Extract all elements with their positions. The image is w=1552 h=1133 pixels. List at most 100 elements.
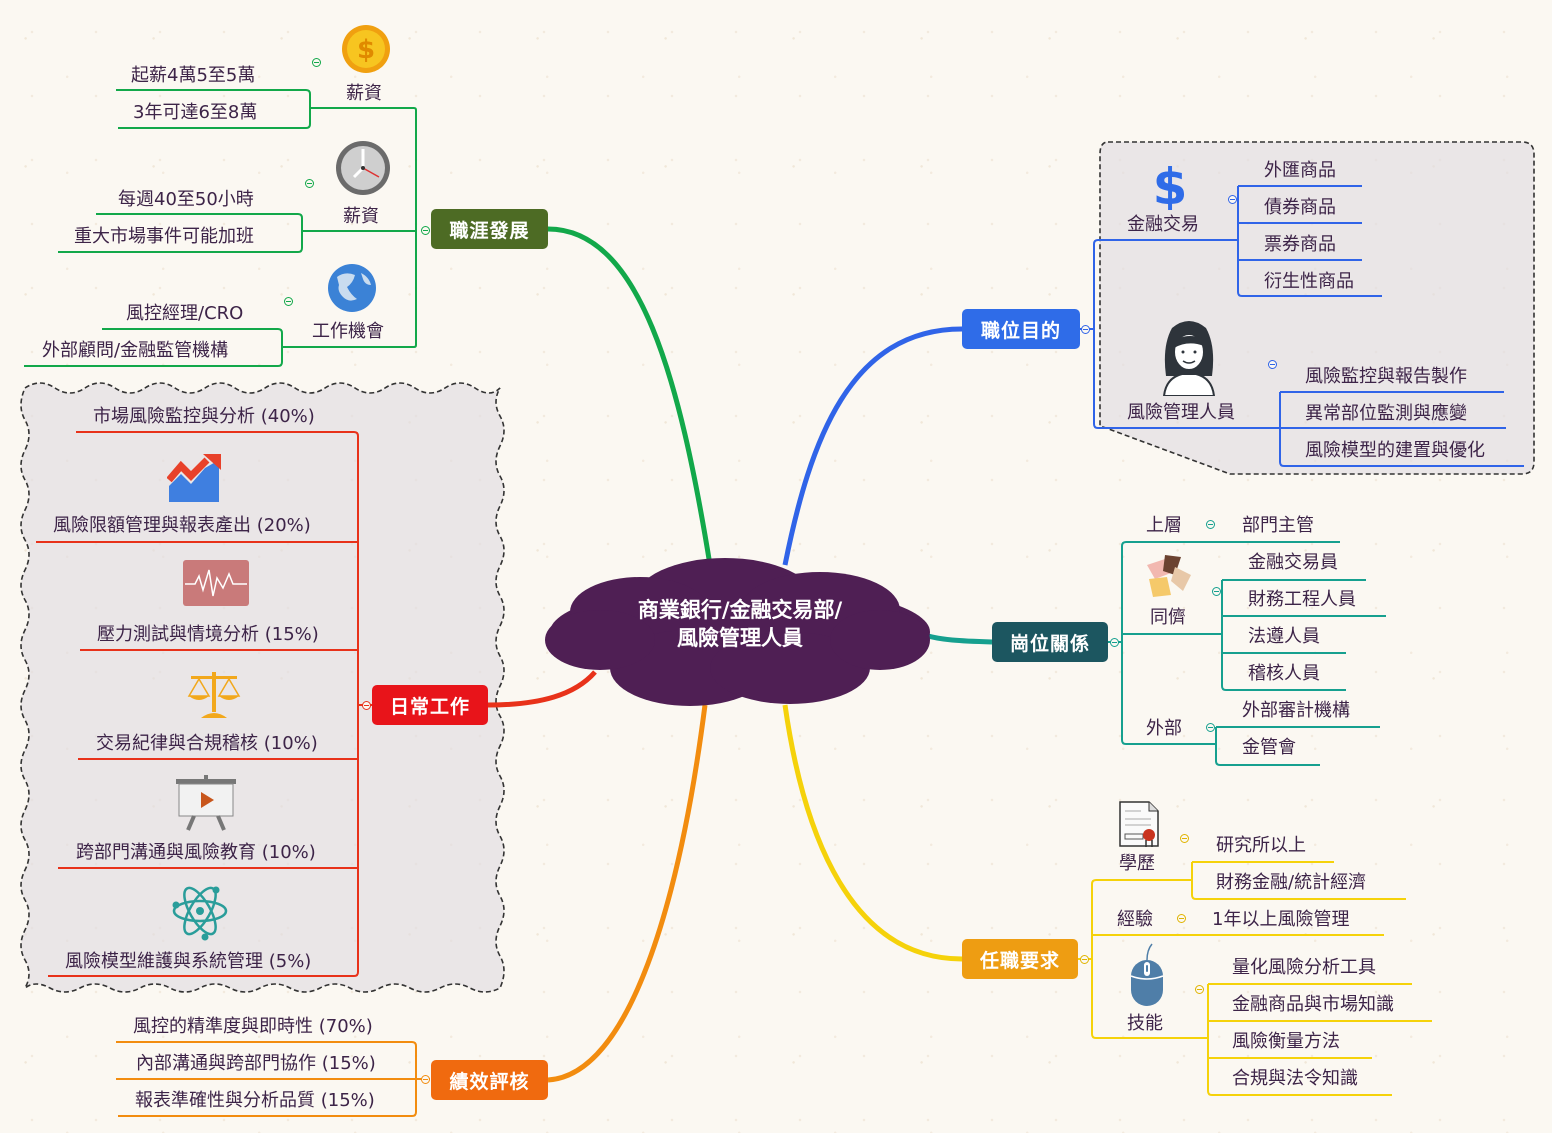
career-item: 起薪4萬5至5萬 bbox=[131, 65, 256, 86]
clock-icon bbox=[336, 141, 390, 195]
requirements-group-label-education: 學歷 bbox=[1119, 853, 1155, 874]
dollar-sign-icon: $ bbox=[1153, 160, 1188, 210]
purpose-item: 票券商品 bbox=[1264, 234, 1336, 255]
collapse-toggle-skills[interactable] bbox=[1195, 985, 1204, 994]
requirements-item: 金融商品與市場知識 bbox=[1232, 994, 1394, 1015]
balance-scale-icon bbox=[187, 672, 241, 718]
collapse-toggle-career[interactable] bbox=[421, 226, 430, 235]
daily-work-item: 跨部門溝通與風險教育 (10%) bbox=[76, 842, 316, 863]
daily-work-item: 市場風險監控與分析 (40%) bbox=[93, 406, 315, 427]
topic-requirements-label: 任職要求 bbox=[979, 949, 1060, 972]
topic-daily-work-label: 日常工作 bbox=[389, 695, 470, 718]
career-item: 風控經理/CRO bbox=[126, 303, 244, 324]
heartbeat-monitor-icon bbox=[183, 560, 249, 606]
career-item: 外部顧問/金融監管機構 bbox=[42, 340, 229, 361]
daily-work-item: 風險模型維護與系統管理 (5%) bbox=[65, 951, 312, 972]
performance-item: 風控的精準度與即時性 (70%) bbox=[133, 1016, 373, 1037]
requirements-group-label-skills: 技能 bbox=[1127, 1013, 1163, 1034]
purpose-group-label-trading: 金融交易 bbox=[1127, 214, 1199, 235]
central-cloud[interactable] bbox=[545, 558, 930, 706]
collapse-toggle-purpose[interactable] bbox=[1081, 325, 1090, 334]
performance-item: 報表準確性與分析品質 (15%) bbox=[135, 1090, 375, 1111]
branch-line-requirements bbox=[782, 704, 963, 962]
collapse-toggle-hours[interactable] bbox=[305, 179, 314, 188]
requirements-group-label-experience: 經驗 bbox=[1117, 909, 1153, 930]
collapse-toggle-external[interactable] bbox=[1206, 723, 1215, 732]
topic-relations-label: 崗位關係 bbox=[1009, 632, 1090, 655]
hands-teamwork-icon bbox=[1147, 555, 1191, 597]
daily-work-boundary bbox=[20, 382, 505, 993]
branch-line-daily bbox=[487, 670, 597, 708]
requirements-item: 1年以上風險管理 bbox=[1212, 909, 1350, 930]
coin-dollar-icon: $ bbox=[342, 25, 390, 73]
requirements-item: 合規與法令知識 bbox=[1232, 1068, 1358, 1089]
purpose-item: 衍生性商品 bbox=[1264, 271, 1354, 292]
requirements-item: 量化風險分析工具 bbox=[1232, 957, 1376, 978]
purpose-item: 外匯商品 bbox=[1264, 160, 1336, 181]
collapse-toggle-education[interactable] bbox=[1180, 834, 1189, 843]
presentation-board-icon bbox=[176, 775, 236, 831]
central-topic[interactable]: 商業銀行/金融交易部/ 風險管理人員 bbox=[580, 596, 900, 652]
person-avatar-icon bbox=[1162, 321, 1216, 396]
atom-icon bbox=[172, 886, 228, 941]
branch-line-career bbox=[547, 226, 713, 566]
collapse-toggle-risk-manager[interactable] bbox=[1268, 360, 1277, 369]
relations-item: 稽核人員 bbox=[1248, 663, 1320, 684]
relations-item: 金管會 bbox=[1242, 737, 1296, 758]
certificate-icon bbox=[1119, 801, 1159, 847]
central-topic-line1: 商業銀行/金融交易部/ bbox=[637, 598, 843, 622]
topic-purpose-label: 職位目的 bbox=[980, 319, 1061, 342]
purpose-item: 風險模型的建置與優化 bbox=[1305, 440, 1485, 461]
branch-line-relations bbox=[924, 632, 993, 645]
central-topic-line2: 風險管理人員 bbox=[677, 626, 803, 650]
purpose-group-label-risk-manager: 風險管理人員 bbox=[1127, 402, 1235, 423]
topic-requirements[interactable]: 任職要求 bbox=[962, 939, 1078, 979]
collapse-toggle-relations[interactable] bbox=[1110, 638, 1119, 647]
topic-performance-label: 績效評核 bbox=[449, 1070, 530, 1093]
relations-item: 法遵人員 bbox=[1248, 626, 1320, 647]
career-group-label-salary: 薪資 bbox=[346, 83, 382, 104]
collapse-toggle-opportunities[interactable] bbox=[284, 297, 293, 306]
topic-career[interactable]: 職涯發展 bbox=[431, 209, 548, 249]
topic-performance[interactable]: 績效評核 bbox=[431, 1060, 548, 1100]
relations-group-label-superior: 上層 bbox=[1146, 515, 1182, 536]
collapse-toggle-requirements[interactable] bbox=[1080, 955, 1089, 964]
career-item: 3年可達6至8萬 bbox=[133, 102, 258, 123]
daily-work-item: 風險限額管理與報表產出 (20%) bbox=[53, 515, 311, 536]
collapse-toggle-trading[interactable] bbox=[1228, 195, 1237, 204]
performance-item: 內部溝通與跨部門協作 (15%) bbox=[136, 1053, 376, 1074]
topic-relations[interactable]: 崗位關係 bbox=[992, 622, 1108, 662]
daily-work-item: 交易紀律與合規稽核 (10%) bbox=[96, 733, 318, 754]
career-item: 每週40至50小時 bbox=[118, 189, 254, 210]
mouse-icon bbox=[1130, 943, 1164, 1006]
collapse-toggle-performance[interactable] bbox=[421, 1075, 430, 1084]
daily-work-item: 壓力測試與情境分析 (15%) bbox=[97, 624, 319, 645]
globe-icon bbox=[328, 264, 376, 312]
purpose-item: 債券商品 bbox=[1264, 197, 1336, 218]
requirements-item: 財務金融/統計經濟 bbox=[1216, 872, 1367, 893]
purpose-item: 風險監控與報告製作 bbox=[1305, 366, 1467, 387]
career-item: 重大市場事件可能加班 bbox=[74, 226, 254, 247]
relations-group-label-external: 外部 bbox=[1146, 718, 1182, 739]
relations-item: 外部審計機構 bbox=[1242, 700, 1350, 721]
relations-item: 金融交易員 bbox=[1248, 552, 1338, 573]
topic-daily-work[interactable]: 日常工作 bbox=[372, 685, 488, 725]
svg-text:$: $ bbox=[357, 35, 375, 65]
collapse-toggle-salary[interactable] bbox=[312, 58, 321, 67]
requirements-item: 研究所以上 bbox=[1216, 835, 1306, 856]
career-group-label-hours: 薪資 bbox=[343, 206, 379, 227]
trend-chart-icon bbox=[167, 454, 221, 502]
relations-item: 財務工程人員 bbox=[1248, 589, 1356, 610]
branch-line-performance bbox=[547, 704, 708, 1083]
svg-text:$: $ bbox=[1153, 160, 1188, 210]
collapse-toggle-superior[interactable] bbox=[1206, 520, 1215, 529]
relations-group-label-peers: 同儕 bbox=[1150, 607, 1186, 628]
branch-line-purpose bbox=[782, 326, 963, 566]
collapse-toggle-peers[interactable] bbox=[1212, 587, 1221, 596]
purpose-item: 異常部位監測與應變 bbox=[1305, 403, 1467, 424]
career-group-label-opportunities: 工作機會 bbox=[312, 321, 384, 342]
collapse-toggle-daily-work[interactable] bbox=[362, 701, 371, 710]
relations-item: 部門主管 bbox=[1242, 515, 1314, 536]
collapse-toggle-experience[interactable] bbox=[1177, 914, 1186, 923]
topic-purpose[interactable]: 職位目的 bbox=[962, 309, 1080, 349]
